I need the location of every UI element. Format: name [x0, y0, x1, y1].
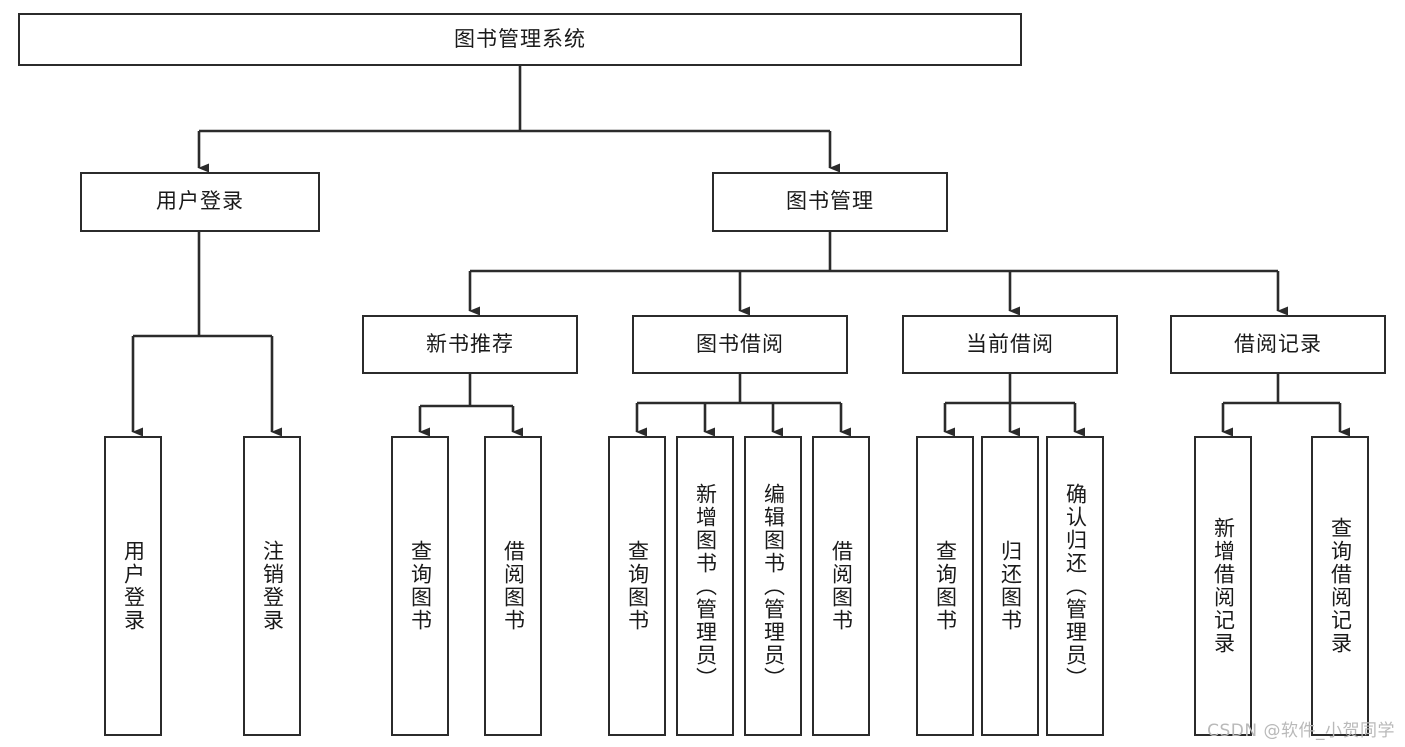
node-leaf-query-book-2[interactable]: 查询图书 — [608, 436, 666, 736]
node-leaf-return-book[interactable]: 归还图书 — [981, 436, 1039, 736]
node-leaf-add-book[interactable]: 新增图书（管理员） — [676, 436, 734, 736]
node-leaf-confirm-return[interactable]: 确认归还（管理员） — [1046, 436, 1104, 736]
node-leaf-confirm-return-label: 确认归还（管理员） — [1063, 482, 1088, 690]
node-leaf-borrow-book-1-label: 借阅图书 — [501, 540, 526, 632]
node-book-manage-label: 图书管理 — [786, 189, 874, 214]
node-borrow-record[interactable]: 借阅记录 — [1170, 315, 1386, 374]
node-leaf-return-book-label: 归还图书 — [998, 540, 1023, 632]
node-book-borrow[interactable]: 图书借阅 — [632, 315, 848, 374]
node-leaf-add-record-label: 新增借阅记录 — [1211, 517, 1236, 655]
node-leaf-borrow-book-1[interactable]: 借阅图书 — [484, 436, 542, 736]
node-leaf-borrow-book-2-label: 借阅图书 — [829, 540, 854, 632]
node-leaf-query-book-2-label: 查询图书 — [625, 540, 650, 632]
node-leaf-user-login-label: 用户登录 — [121, 540, 146, 632]
node-leaf-query-book-3-label: 查询图书 — [933, 540, 958, 632]
node-root[interactable]: 图书管理系统 — [18, 13, 1022, 66]
node-leaf-query-record-label: 查询借阅记录 — [1328, 517, 1353, 655]
node-leaf-query-book-1[interactable]: 查询图书 — [391, 436, 449, 736]
node-user-login-label: 用户登录 — [156, 189, 244, 214]
node-leaf-user-logout[interactable]: 注销登录 — [243, 436, 301, 736]
node-new-book-recommend-label: 新书推荐 — [426, 331, 514, 356]
node-current-borrow-label: 当前借阅 — [966, 331, 1054, 356]
node-book-borrow-label: 图书借阅 — [696, 331, 784, 356]
node-leaf-query-book-1-label: 查询图书 — [408, 540, 433, 632]
node-leaf-query-record[interactable]: 查询借阅记录 — [1311, 436, 1369, 736]
node-book-manage[interactable]: 图书管理 — [712, 172, 948, 232]
node-leaf-borrow-book-2[interactable]: 借阅图书 — [812, 436, 870, 736]
node-borrow-record-label: 借阅记录 — [1234, 331, 1322, 356]
node-leaf-edit-book-label: 编辑图书（管理员） — [761, 482, 786, 690]
node-leaf-query-book-3[interactable]: 查询图书 — [916, 436, 974, 736]
node-leaf-edit-book[interactable]: 编辑图书（管理员） — [744, 436, 802, 736]
node-current-borrow[interactable]: 当前借阅 — [902, 315, 1118, 374]
node-leaf-user-login[interactable]: 用户登录 — [104, 436, 162, 736]
node-leaf-add-book-label: 新增图书（管理员） — [693, 482, 718, 690]
node-user-login[interactable]: 用户登录 — [80, 172, 320, 232]
node-new-book-recommend[interactable]: 新书推荐 — [362, 315, 578, 374]
node-leaf-user-logout-label: 注销登录 — [260, 540, 285, 632]
node-leaf-add-record[interactable]: 新增借阅记录 — [1194, 436, 1252, 736]
node-root-label: 图书管理系统 — [454, 26, 586, 51]
